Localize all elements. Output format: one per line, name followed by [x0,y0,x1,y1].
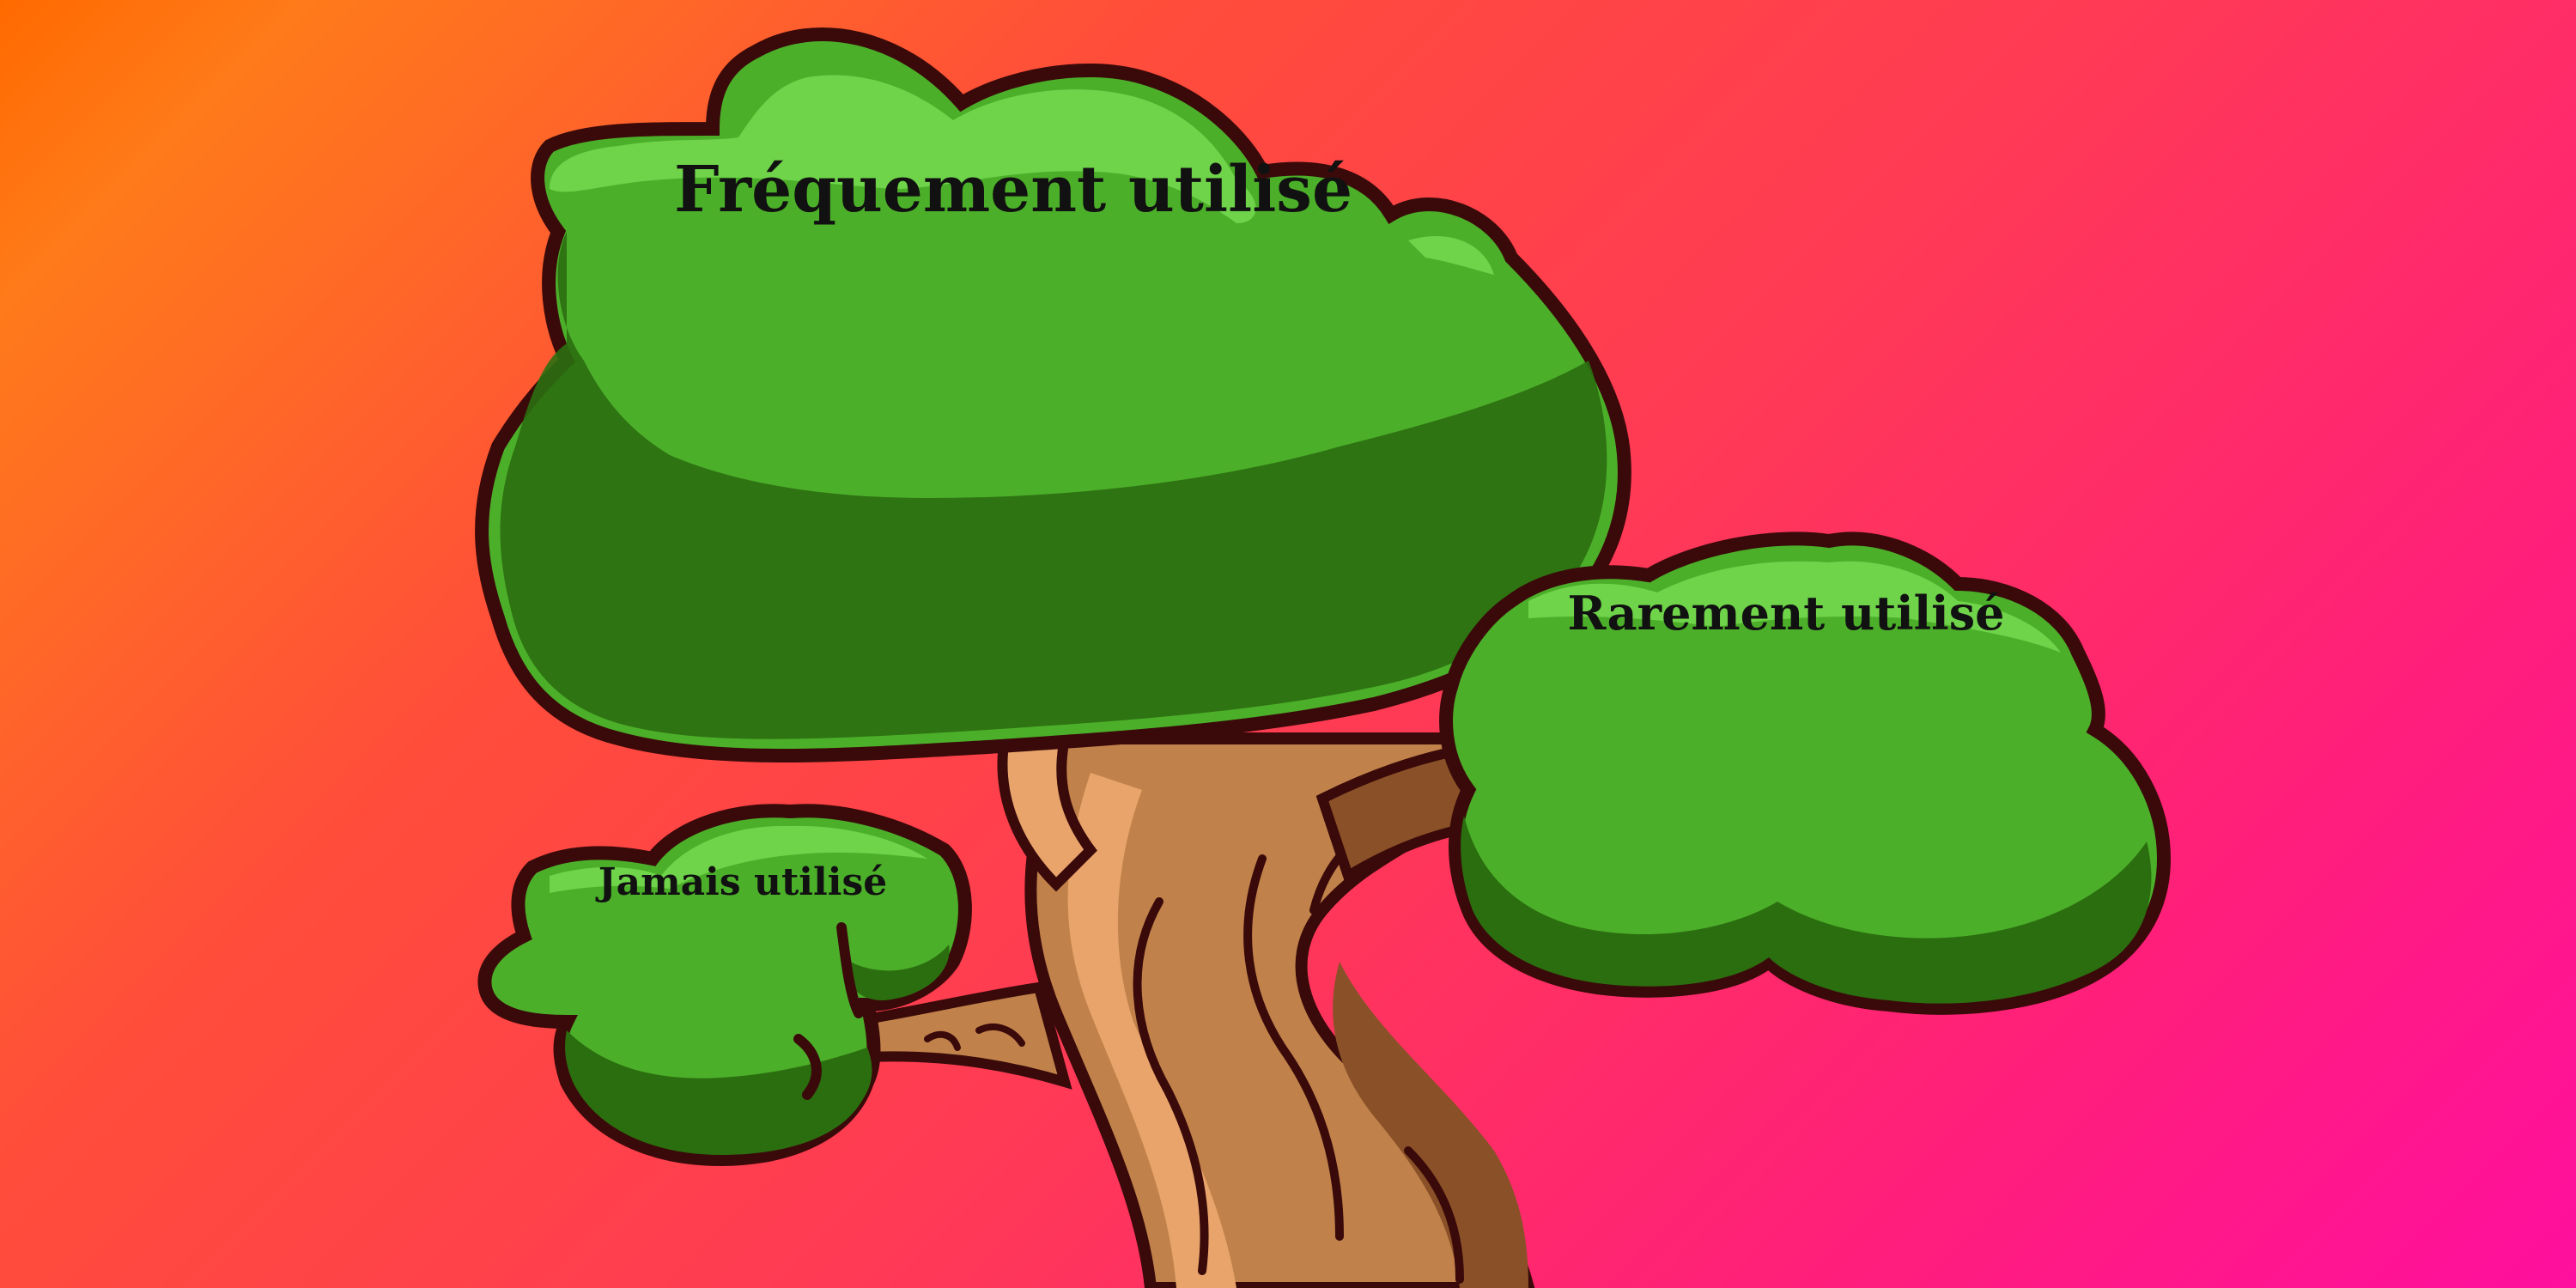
canopy-never [477,804,972,1167]
label-rarely-used: Rarement utilisé [1567,586,2005,641]
label-never-used: Jamais utilisé [598,860,888,904]
canopy-rare [1439,532,2172,1015]
tree-trunk [809,732,1535,1288]
canopy-frequent [475,27,1631,762]
label-frequently-used: Fréquement utilisé [673,153,1353,227]
